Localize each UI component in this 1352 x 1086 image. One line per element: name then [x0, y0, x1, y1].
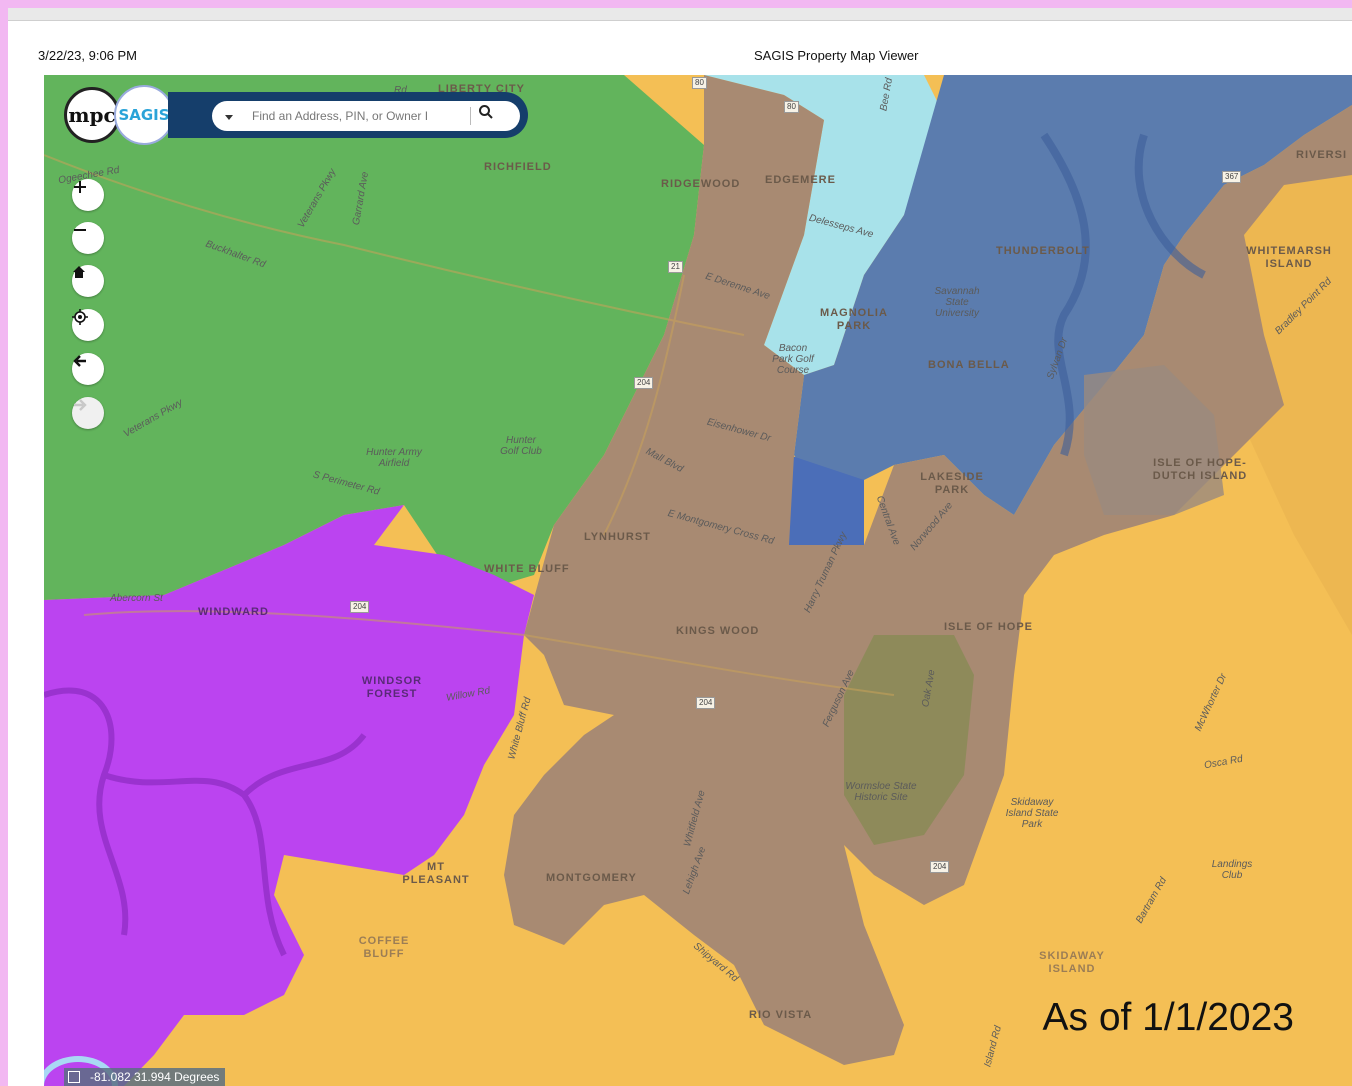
shield-21: 21: [668, 261, 683, 273]
zoom-out-button[interactable]: [72, 222, 104, 254]
magenta-zone: [44, 505, 534, 1086]
arrow-right-icon: [74, 399, 87, 411]
wormsloe-area: [844, 635, 974, 845]
brown-zone: [504, 75, 1352, 1065]
place-lynhurst: LYNHURST: [584, 531, 651, 543]
place-montgomery: MONTGOMERY: [546, 872, 637, 884]
map-layers: [44, 75, 1352, 1086]
search-input[interactable]: [252, 105, 464, 127]
print-title: SAGIS Property Map Viewer: [754, 48, 919, 63]
shield-367: 367: [1222, 171, 1242, 183]
poi-bacon-park-golf: Bacon Park Golf Course: [772, 343, 814, 376]
place-white-bluff: WHITE BLUFF: [484, 563, 570, 575]
shield-204-b: 204: [350, 601, 370, 613]
header-logos: mpc SAGIS: [60, 81, 188, 151]
shield-80-b: 80: [784, 101, 799, 113]
place-skidaway-island: SKIDAWAY ISLAND: [1039, 950, 1105, 975]
arrow-left-icon: [73, 355, 86, 367]
shield-204-d: 204: [930, 861, 950, 873]
locate-button[interactable]: [72, 309, 104, 341]
blue-zone-detail: [789, 455, 864, 545]
as-of-date-stamp: As of 1/1/2023: [1042, 996, 1294, 1039]
poi-hunter-golf-club: Hunter Golf Club: [500, 435, 542, 457]
locate-icon: [72, 309, 88, 325]
forward-extent-button[interactable]: [72, 397, 104, 429]
minus-icon: [74, 229, 86, 231]
dutch-island-area: [1084, 365, 1224, 515]
place-thunderbolt: THUNDERBOLT: [996, 245, 1090, 257]
coordinate-readout: -81.082 31.994 Degrees: [64, 1068, 226, 1086]
coordinate-icon: [68, 1071, 80, 1083]
caret-down-icon: [225, 115, 233, 120]
coordinate-text: -81.082 31.994 Degrees: [90, 1070, 220, 1084]
poi-hunter-army-airfield: Hunter Army Airfield: [366, 447, 422, 469]
place-bona-bella: BONA BELLA: [928, 359, 1010, 371]
place-richfield: RICHFIELD: [484, 161, 552, 173]
search-source-dropdown[interactable]: [222, 110, 236, 124]
place-whitemarsh-island: WHITEMARSH ISLAND: [1246, 245, 1332, 270]
green-zone: [44, 75, 704, 600]
place-kings-wood: KINGS WOOD: [676, 625, 760, 637]
place-coffee-bluff: COFFEE BLUFF: [358, 935, 410, 960]
plus-icon: [74, 181, 86, 193]
place-magnolia-park: MAGNOLIA PARK: [820, 307, 888, 332]
shield-80-a: 80: [692, 77, 707, 89]
poi-wormsloe: Wormsloe State Historic Site: [845, 781, 917, 803]
map-canvas[interactable]: LIBERTY CITY RICHFIELD RIDGEWOOD EDGEMER…: [44, 75, 1352, 1086]
place-mt-pleasant: MT PLEASANT: [402, 861, 470, 886]
page-left-border: [0, 0, 8, 1086]
place-isle-of-hope-dutch-island: ISLE OF HOPE-DUTCH ISLAND: [1152, 457, 1248, 482]
search-button[interactable]: [478, 104, 504, 128]
place-rio-vista: RIO VISTA: [749, 1009, 813, 1021]
back-extent-button[interactable]: [72, 353, 104, 385]
sagis-logo: SAGIS: [114, 85, 174, 145]
place-ridgewood: RIDGEWOOD: [661, 178, 741, 190]
major-roads: [44, 154, 895, 696]
print-date: 3/22/23, 9:06 PM: [38, 48, 138, 63]
home-icon: [73, 266, 85, 278]
place-isle-of-hope: ISLE OF HOPE: [944, 621, 1034, 633]
magenta-creeks: [44, 687, 367, 957]
poi-skidaway-state-park: Skidaway Island State Park: [1005, 797, 1059, 830]
place-lakeside-park: LAKESIDE PARK: [920, 471, 984, 496]
place-windsor-forest: WINDSOR FOREST: [361, 675, 423, 700]
poi-savannah-state-university: Savannah State University: [934, 286, 980, 319]
poi-landings-club: Landings Club: [1211, 859, 1253, 881]
place-windward: WINDWARD: [198, 606, 269, 618]
blue-creeks: [1040, 132, 1206, 457]
road-top: Rd: [394, 85, 407, 96]
search-box: [212, 101, 520, 131]
page-top-border: [0, 0, 1352, 21]
zoom-in-button[interactable]: [72, 179, 104, 211]
road-abercorn: Abercorn St: [110, 593, 163, 604]
lightblue-zone: [624, 75, 944, 375]
home-button[interactable]: [72, 265, 104, 297]
mpc-logo: mpc: [64, 87, 120, 143]
search-icon: [479, 105, 493, 119]
search-separator: [470, 107, 471, 125]
shield-204-a: 204: [634, 377, 654, 389]
place-riverside: RIVERSI: [1296, 149, 1348, 161]
shield-204-c: 204: [696, 697, 716, 709]
place-edgemere: EDGEMERE: [765, 174, 836, 186]
browser-strip: [8, 8, 1352, 21]
